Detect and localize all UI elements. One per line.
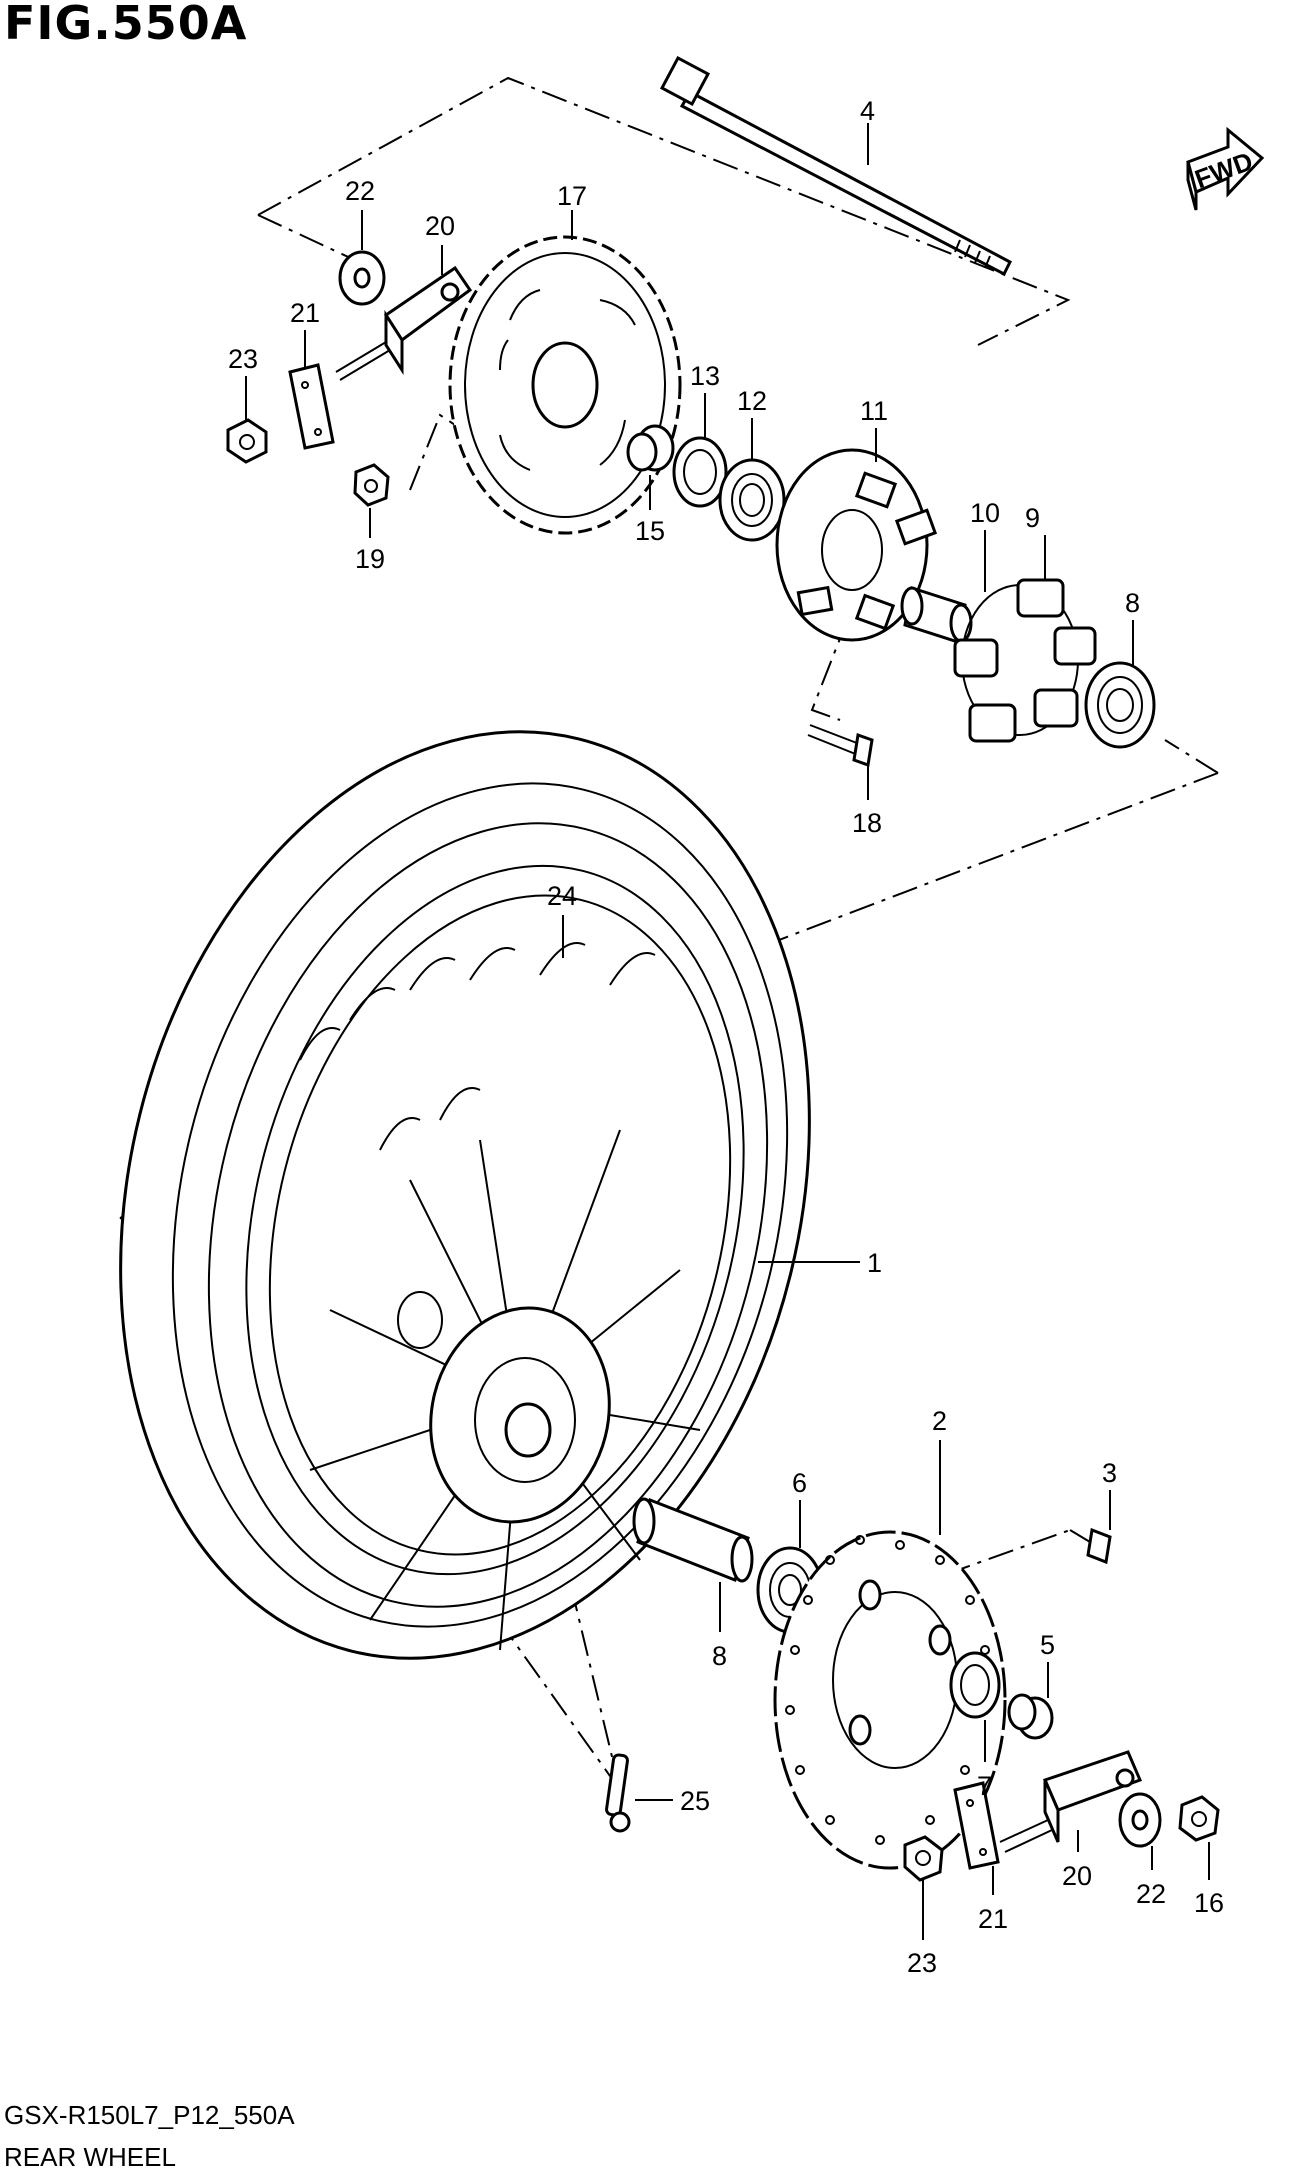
brake-disc-part [773, 1530, 1007, 1870]
bearing-part-9 [1084, 661, 1156, 749]
spacer-part-11 [900, 586, 973, 644]
damper-part-10 [953, 578, 1097, 743]
spacer-part-5 [1007, 1693, 1054, 1740]
callout-8: 8 [712, 1641, 727, 1671]
axle-part [659, 55, 1012, 277]
callout-4: 4 [860, 96, 875, 126]
alignment-lines [119, 76, 1219, 1791]
callout-20-bottom: 20 [1062, 1861, 1092, 1891]
callout-22-bottom: 22 [1136, 1879, 1166, 1909]
callout-23-top: 23 [228, 344, 258, 374]
diagram-name: REAR WHEEL [4, 2142, 176, 2172]
callout-11: 10 [970, 498, 1000, 528]
callout-10: 9 [1025, 503, 1040, 533]
callout-9: 8 [1125, 588, 1140, 618]
figure-title: FIG.550A [4, 0, 248, 50]
nut-part-bottom [903, 1835, 944, 1882]
bolt-part-18 [807, 724, 874, 768]
valve-part-25 [605, 1753, 631, 1833]
nut-part-19 [353, 463, 390, 507]
bolt-part-3 [1069, 1527, 1112, 1565]
sprocket-drum-part-12 [775, 448, 938, 642]
callout-2: 2 [932, 1406, 947, 1436]
callout-1: 1 [867, 1248, 882, 1278]
sprocket-part [448, 235, 682, 535]
callout-24: 24 [547, 881, 577, 911]
plate-part-top [288, 363, 335, 450]
oil-seal-part-14 [672, 436, 728, 508]
callout-20-top: 20 [425, 211, 455, 241]
leader-lines [245, 123, 1210, 1940]
callout-15: 15 [635, 516, 665, 546]
callout-21-top: 21 [290, 298, 320, 328]
chain-adjuster-part-bottom [999, 1750, 1143, 1853]
washer-part-bottom [1118, 1792, 1162, 1848]
washer-part-top [338, 250, 386, 306]
callout-14: 13 [690, 361, 720, 391]
fwd-label: FWD [1191, 146, 1257, 194]
callout-16: 16 [1194, 1888, 1224, 1918]
callout-13: 12 [737, 386, 767, 416]
callout-12: 11 [860, 396, 888, 426]
bearing-part-13 [718, 458, 786, 542]
callout-6: 6 [792, 1468, 807, 1498]
callout-3: 3 [1102, 1458, 1117, 1488]
callout-25: 25 [680, 1786, 710, 1816]
rear-wheel-assembly [119, 730, 811, 1660]
diagram-code: GSX-R150L7_P12_550A [4, 2100, 295, 2130]
callout-numbers: 4 22 20 17 21 23 13 12 11 15 19 10 9 8 1… [228, 96, 1224, 1978]
fwd-badge [1186, 126, 1265, 211]
callout-5: 5 [1040, 1630, 1055, 1660]
callout-22-top: 22 [345, 176, 375, 206]
nut-part-16 [1178, 1795, 1220, 1842]
callout-18: 18 [852, 808, 882, 838]
callout-19: 19 [355, 544, 385, 574]
callout-17: 17 [557, 181, 587, 211]
chain-adjuster-part-top [335, 265, 473, 381]
callout-23-bottom: 23 [907, 1948, 937, 1978]
spacer-part-8 [632, 1497, 754, 1583]
spacer-part-15 [626, 424, 675, 472]
nut-part-top [226, 418, 268, 464]
oil-seal-part-7 [949, 1651, 1001, 1719]
callout-7: 7 [977, 1771, 992, 1801]
callout-21-bottom: 21 [978, 1904, 1008, 1934]
plate-part-bottom [953, 1781, 1000, 1870]
